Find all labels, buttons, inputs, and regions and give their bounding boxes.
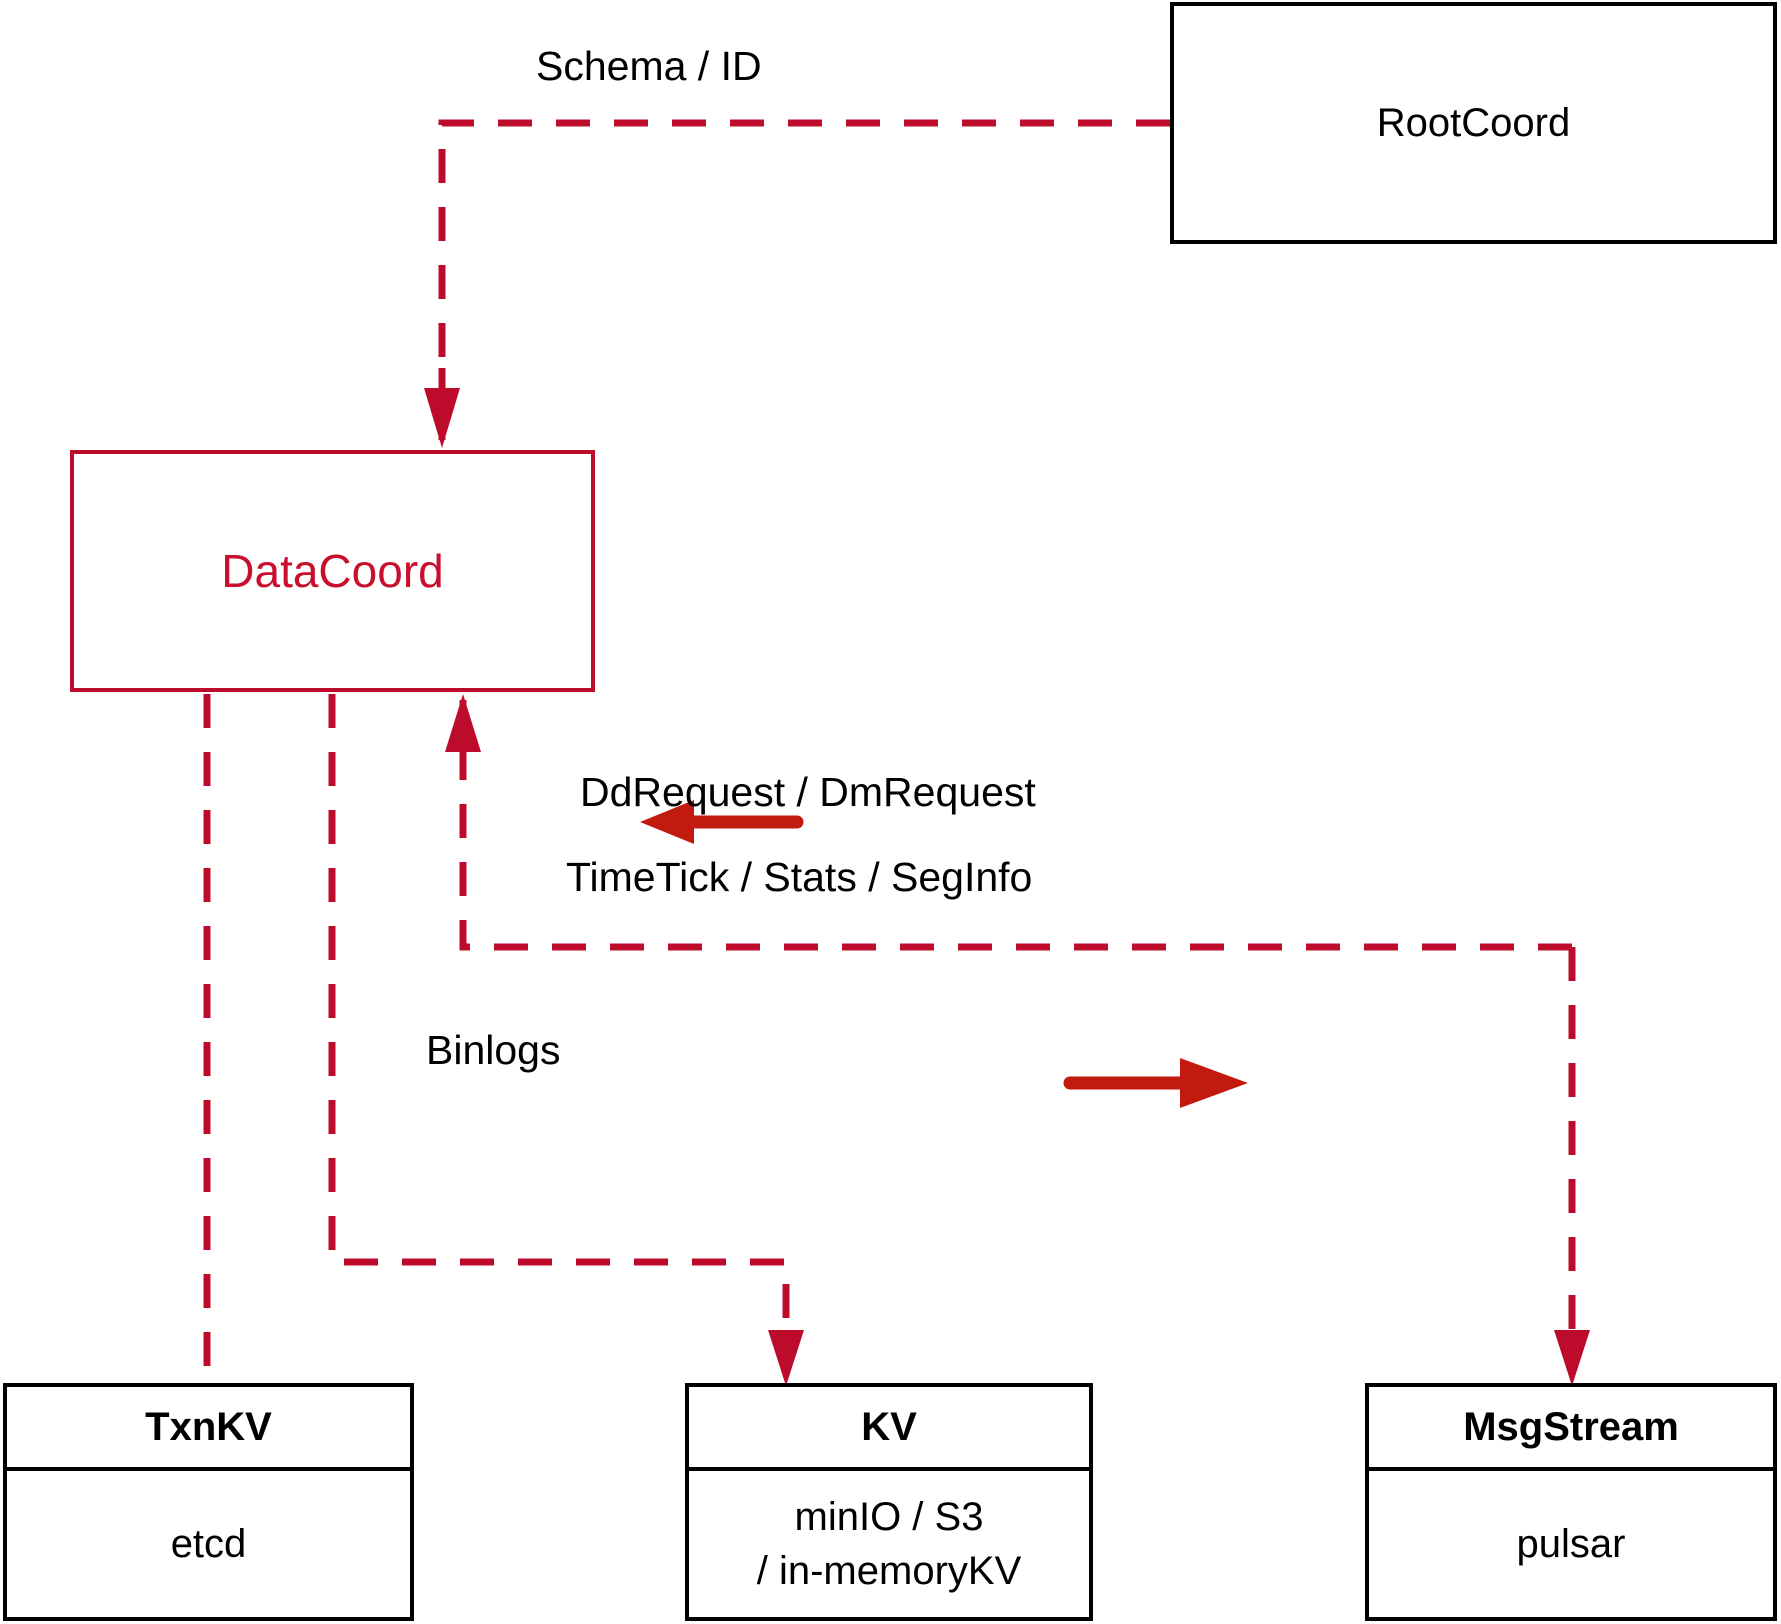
node-msgstream-title: MsgStream	[1463, 1405, 1679, 1449]
edge-label-ddrequest-dmrequest: DdRequest / DmRequest	[580, 769, 1036, 815]
node-msgstream-subtitle: pulsar	[1516, 1522, 1626, 1566]
direction-arrow-right-icon	[1063, 1058, 1248, 1108]
edge-label-binlogs: Binlogs	[426, 1027, 561, 1073]
node-txnkv-subtitle: etcd	[170, 1522, 247, 1566]
node-datacoord-title: DataCoord	[221, 544, 444, 597]
node-rootcoord-title: RootCoord	[1376, 101, 1571, 145]
connector-rootcoord-to-datacoord	[424, 119, 1170, 448]
node-txnkv-title: TxnKV	[145, 1405, 272, 1449]
connector-datacoord-to-kv	[328, 694, 804, 1386]
node-txnkv-divider	[7, 1467, 410, 1471]
node-kv-subtitle: minIO / S3 / in-memoryKV	[689, 1471, 1089, 1617]
edge-label-timetick-stats-seginfo: TimeTick / Stats / SegInfo	[566, 854, 1033, 900]
node-msgstream[interactable]: MsgStream pulsar	[1365, 1383, 1777, 1621]
connector-datacoord-to-msgstream	[1554, 947, 1590, 1386]
connector-msgstream-to-datacoord	[445, 694, 1572, 951]
node-kv-subtitle-line2: / in-memoryKV	[756, 1549, 1022, 1593]
node-kv-subtitle-line1: minIO / S3	[794, 1495, 984, 1539]
node-txnkv[interactable]: TxnKV etcd	[3, 1383, 414, 1621]
node-kv-divider	[689, 1467, 1089, 1471]
node-msgstream-divider	[1369, 1467, 1773, 1471]
node-rootcoord[interactable]: RootCoord	[1170, 2, 1777, 244]
node-datacoord[interactable]: DataCoord	[70, 450, 595, 692]
direction-arrow-left-icon	[640, 800, 804, 844]
node-kv[interactable]: KV minIO / S3 / in-memoryKV	[685, 1383, 1093, 1621]
edge-label-schema-id: Schema / ID	[536, 43, 762, 89]
node-kv-title: KV	[861, 1405, 917, 1449]
